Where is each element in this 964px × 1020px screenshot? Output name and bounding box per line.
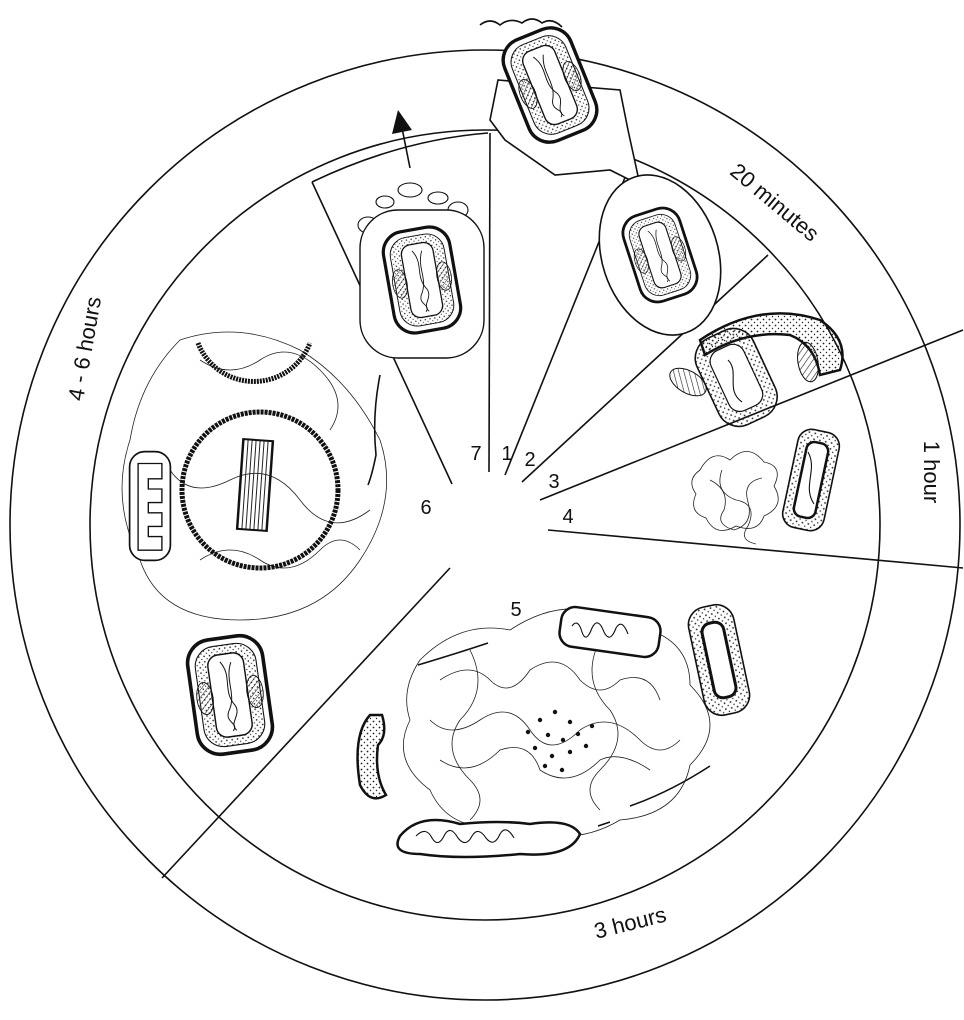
segment-number-6: 6 xyxy=(420,497,431,519)
virion-stage-4 xyxy=(692,427,842,544)
assembly-stage-6 xyxy=(122,332,387,757)
segment-number-7: 7 xyxy=(470,443,481,465)
time-label-20-minutes: 20 minutes xyxy=(726,158,825,246)
virion-stage-2 xyxy=(579,159,740,351)
viroplasm-stage-5 xyxy=(358,601,753,857)
segment-number-1: 1 xyxy=(501,443,512,465)
time-label-4-6-hours: 4 - 6 hours xyxy=(63,295,106,403)
segment-number-2: 2 xyxy=(524,449,535,471)
segment-number-5: 5 xyxy=(510,599,521,621)
inner-ring xyxy=(90,130,880,920)
virion-stage-3 xyxy=(665,313,842,433)
segment-number-3: 3 xyxy=(548,471,559,493)
virion-stage-1 xyxy=(480,19,640,185)
time-label-1-hour: 1 hour xyxy=(919,441,944,503)
time-label-3-hours: 3 hours xyxy=(592,902,669,944)
segment-number-4: 4 xyxy=(562,506,573,528)
virion-stage-7 xyxy=(358,183,484,358)
